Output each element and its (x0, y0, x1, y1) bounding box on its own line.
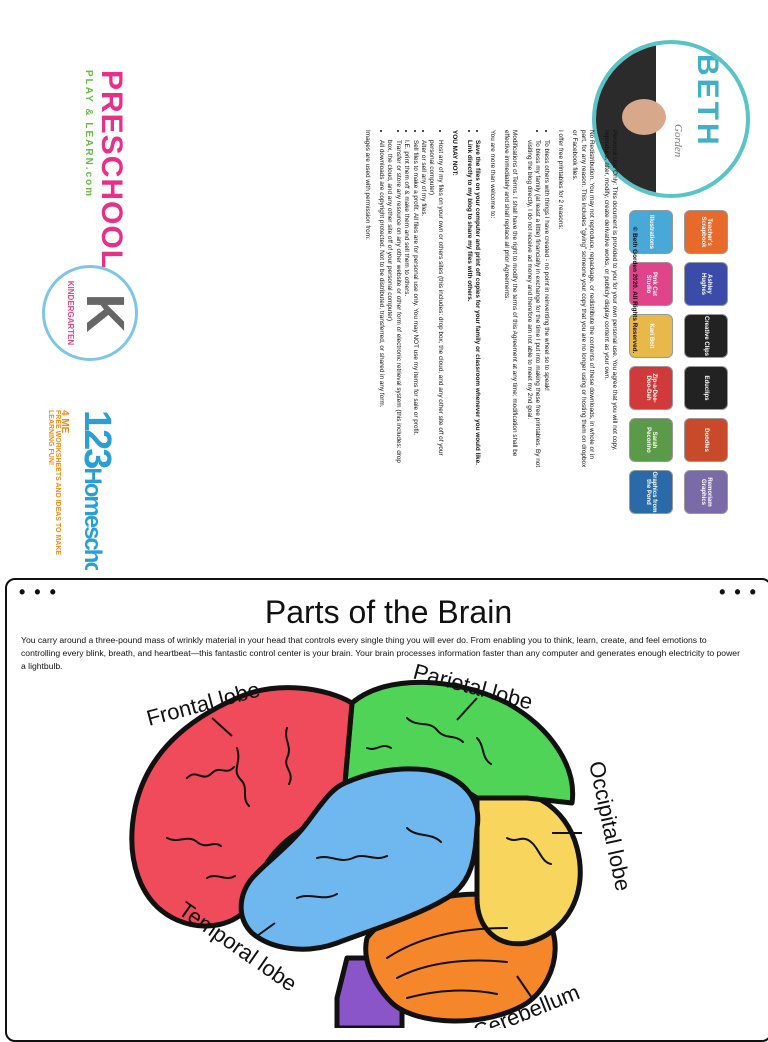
terms-modifications: Modifications of Terms. I shall have the… (502, 130, 519, 457)
label-pointers (211, 697, 582, 999)
worksheet-title: Parts of the Brain (264, 594, 513, 630)
terms-no-redistribution: No Redistribution. You may not reproduce… (571, 130, 596, 468)
credit-badge: Teacher's Scrapbook (684, 210, 728, 254)
welcome-item: Link directly to my blog to share my fil… (464, 140, 473, 470)
worksheet-intro: You carry around a three-pound mass of w… (21, 635, 740, 671)
may-not-item: All downloads are copyright protected. N… (377, 140, 385, 470)
terms-may-not-heading: YOU MAY NOT: (451, 130, 459, 176)
author-photo (622, 99, 666, 135)
may-not-item: Sell files to make a profit. All files a… (410, 140, 419, 470)
123-homeschool-4me-logo: 123Homeschool 4 ME FREE WORKSHEETS AND I… (47, 410, 118, 570)
brain-diagram: Frontal lobe Parietal lobe Occipital lob… (129, 659, 636, 1028)
terms-text: Personal Use Only: This document is prov… (356, 130, 618, 470)
credit-badge: Graphics from the Pond (629, 470, 673, 514)
label-occipital-lobe: Occipital lobe (584, 759, 636, 893)
credit-badge: Remoriam Graphics (684, 470, 728, 514)
terms-reasons-intro: I offer free printables for 2 reasons: (556, 130, 564, 230)
author-surname: Gorden (672, 124, 684, 158)
terms-welcome-intro: You are more than welcome to: (488, 130, 496, 219)
welcome-item: Save the files on your computer and prin… (473, 140, 481, 470)
may-not-item: Alter or sell any of my files. (419, 140, 427, 470)
may-not-item: I.E. print them off & make them and sell… (402, 140, 410, 470)
may-not-item: Transfer or store any resource on any ot… (385, 140, 401, 470)
terms-personal-use: Personal Use Only: This document is prov… (602, 130, 618, 451)
credit-badge: Doodles (684, 418, 728, 462)
brain-worksheet: • • • • • • Parts of the Brain You carry… (5, 578, 768, 1042)
occipital-lobe-region (474, 789, 583, 947)
brain-fold-lines (166, 717, 552, 999)
temporal-lobe-region (238, 766, 481, 952)
copyright-line: © Beth Gorden 2020. All Rights Reserved. (631, 226, 638, 354)
may-not-item: Host any of my files on your own or othe… (427, 140, 444, 470)
decorative-dots-left: • • • (19, 582, 58, 602)
credit-badge: Ashley Hughes (684, 262, 728, 306)
credit-badge: Creative Clips (684, 314, 728, 358)
reason-item: To bless others with things I have creat… (541, 140, 550, 470)
preschool-play-learn-logo: PRESCHOOL PLAY & LEARN.com (83, 70, 128, 270)
brand-logos: PRESCHOOL PLAY & LEARN.com K KINDERGARTE… (18, 40, 158, 570)
author-name: BETH (691, 54, 724, 148)
decorative-dots-right: • • • (719, 582, 758, 602)
terms-images-credit: Images are used with permission from: (363, 130, 371, 240)
kindergarten-worksheets-logo: K KINDERGARTEN (42, 265, 138, 361)
reason-item: To bless my family (at least a little) f… (524, 140, 541, 470)
credit-badge: Educlips (684, 366, 728, 410)
